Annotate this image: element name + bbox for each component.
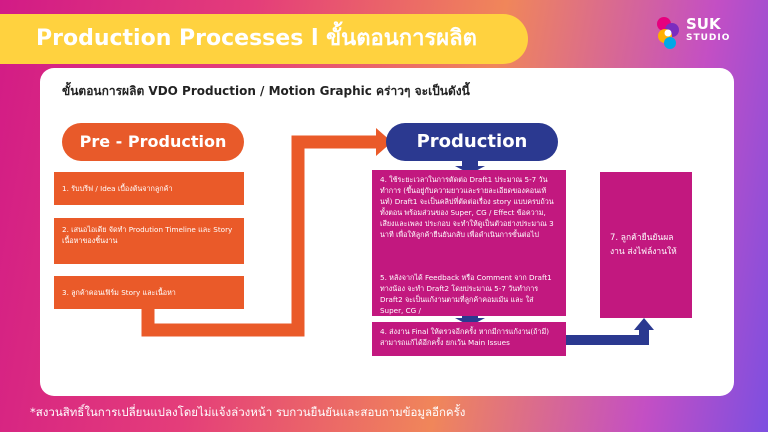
pre-production-heading: Pre - Production xyxy=(62,123,244,161)
production-step-5: 5. หลังจากได้ Feedback หรือ Comment จาก … xyxy=(372,268,566,316)
footer-note: *สงวนสิทธิ์ในการเปลี่ยนแปลงโดยไม่แจ้งล่ว… xyxy=(30,405,466,419)
production-step-7: 7. ลูกค้ายืนยันผลงาน ส่งไฟล์งานให้ xyxy=(600,172,692,318)
production-step-final: 4. ส่งงาน Final ให้ตรวจอีกครั้ง หากมีการ… xyxy=(372,322,566,356)
process-card: ขั้นตอนการผลิต VDO Production / Motion G… xyxy=(40,68,734,396)
pre-step-1: 1. รับบรีฟ / Idea เบื้องต้นจากลูกค้า xyxy=(54,172,244,205)
header-banner: Production Processes l ขั้นตอนการผลิต xyxy=(0,14,528,64)
logo-wordmark: SUK xyxy=(686,15,721,33)
orange-arrowhead-icon xyxy=(376,128,392,156)
production-step-4: 4. ใช้ระยะเวลาในการตัดต่อ Draft1 ประมาณ … xyxy=(372,170,566,284)
production-heading: Production xyxy=(386,123,558,161)
logo-subtext: STUDIO xyxy=(686,33,731,43)
blue-arrowhead-icon xyxy=(634,318,654,330)
pre-step-3: 3. ลูกค้าคอนเฟิร์ม Story และเนื้อหา xyxy=(54,276,244,309)
logo-mark-icon xyxy=(657,17,679,49)
blue-flow-arrow xyxy=(566,326,649,345)
process-subtitle: ขั้นตอนการผลิต VDO Production / Motion G… xyxy=(62,84,470,98)
page-title: Production Processes l ขั้นตอนการผลิต xyxy=(36,26,477,51)
down-arrow-icon xyxy=(455,161,485,174)
down-arrow-icon xyxy=(455,314,485,326)
orange-flow-arrow xyxy=(141,135,380,337)
brand-logo: SUK STUDIO xyxy=(656,14,756,54)
pre-step-2: 2. เสนอไอเดีย จัดทำ Prodution Timeline แ… xyxy=(54,218,244,264)
